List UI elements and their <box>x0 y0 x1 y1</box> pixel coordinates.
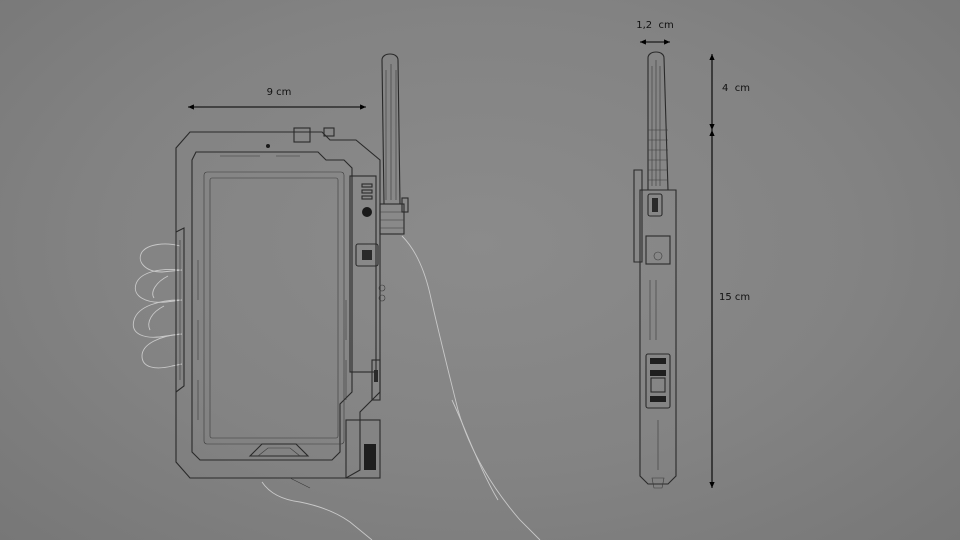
hand-outline <box>132 235 541 540</box>
antenna-front <box>379 53 409 235</box>
width-label: 9 cm <box>267 87 292 98</box>
body-height-label: 15 cm <box>719 292 750 303</box>
depth-label: 1,2 cm <box>636 20 674 31</box>
device-side-view <box>633 51 677 489</box>
device-front-view <box>175 127 386 489</box>
antenna-height-label: 4 cm <box>722 83 750 94</box>
